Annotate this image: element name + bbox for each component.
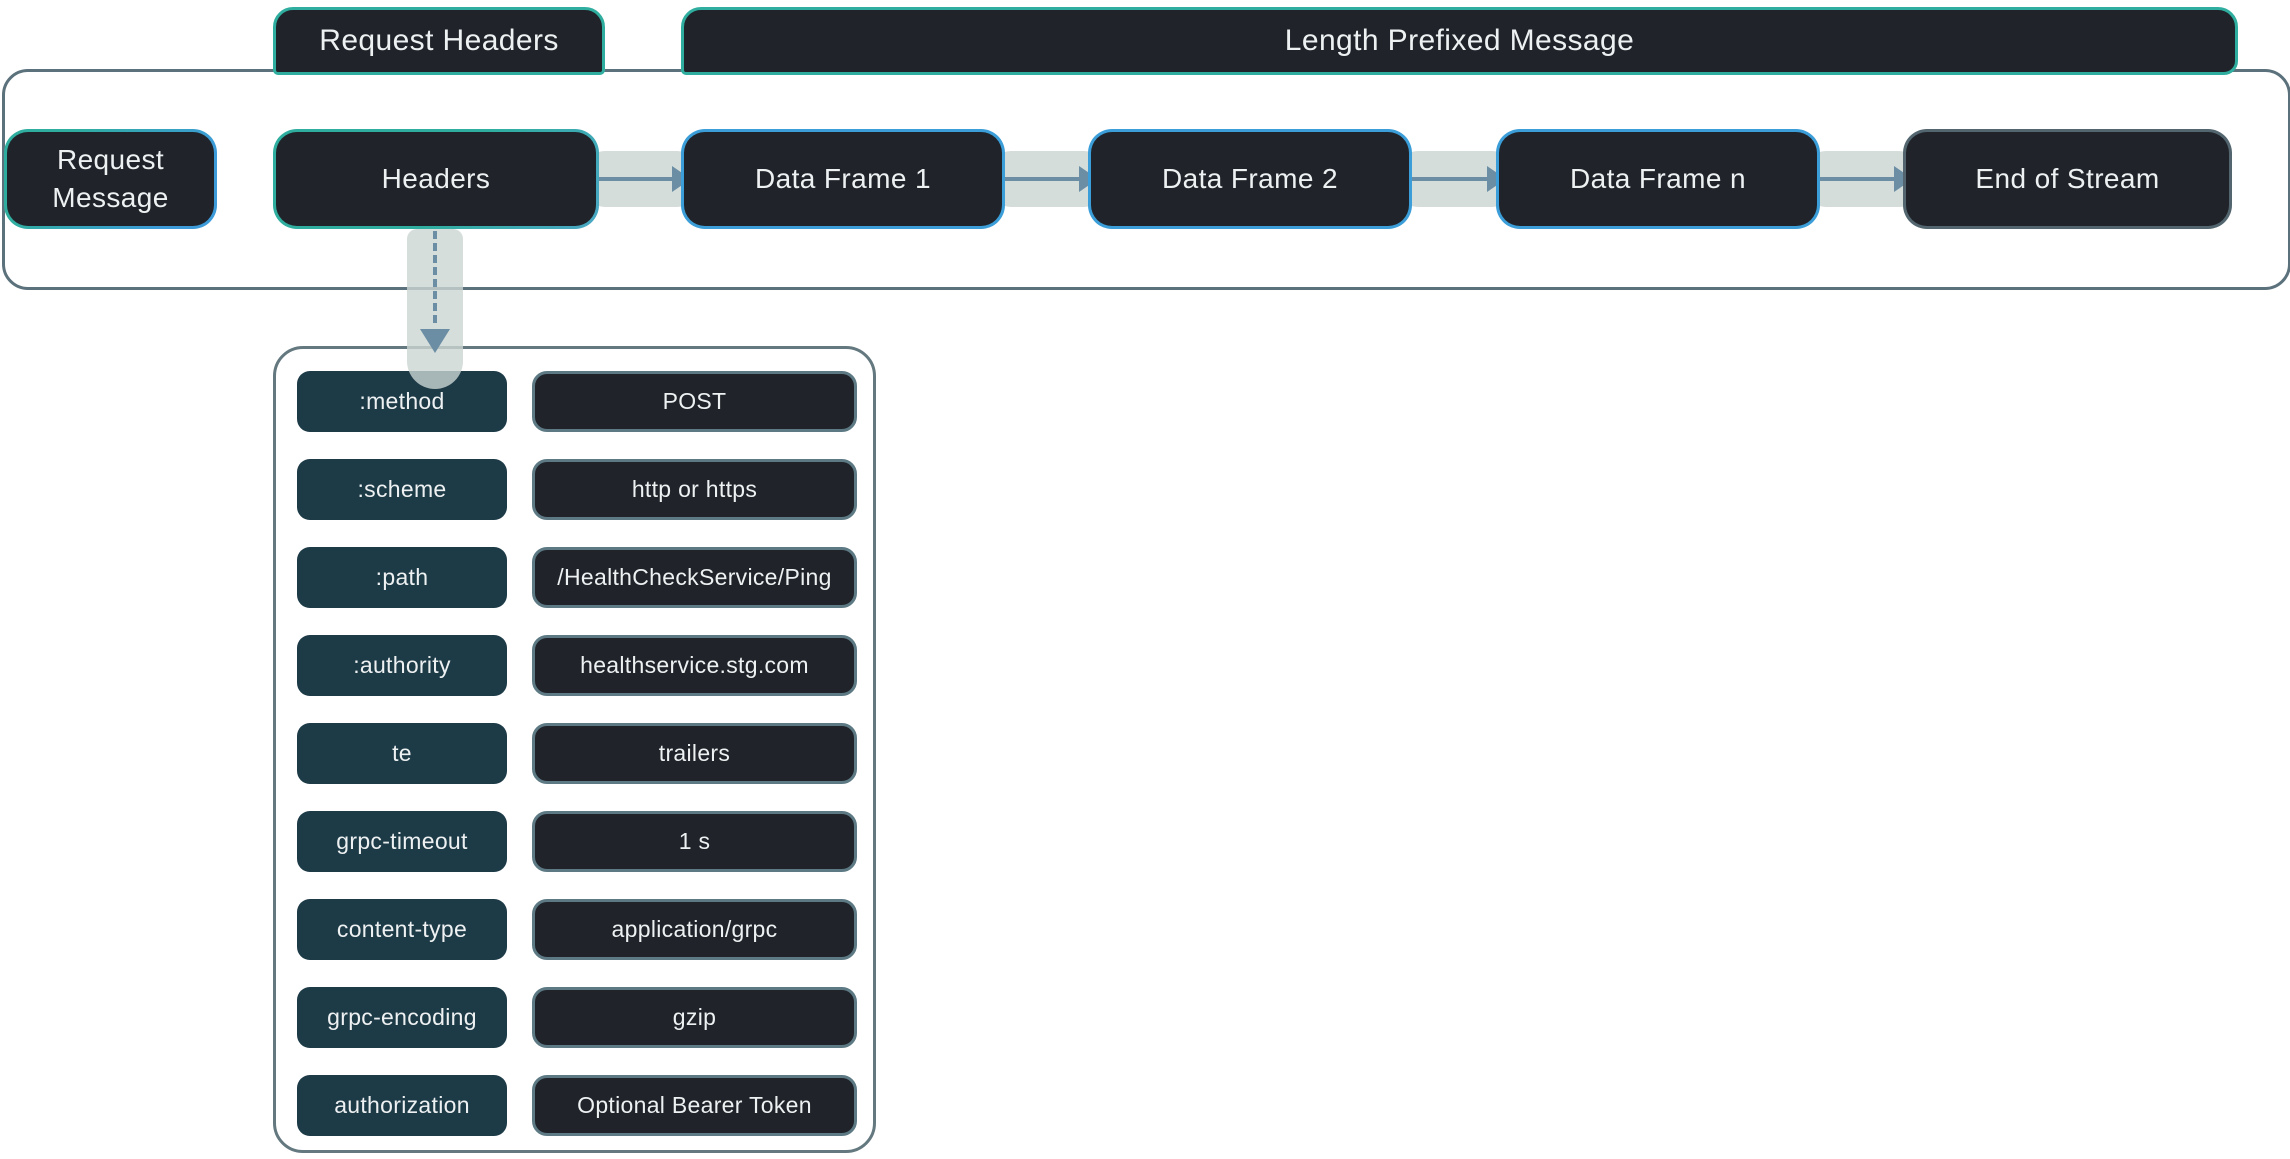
bracket-label-request-headers: Request Headers (273, 7, 605, 75)
table-row: content-type application/grpc (297, 899, 857, 960)
header-value-box: /HealthCheckService/Ping (532, 547, 857, 608)
arrow-shaft (997, 177, 1082, 181)
bracket-label-text: Length Prefixed Message (1284, 24, 1635, 57)
node-label: Data Frame 2 (1091, 132, 1409, 226)
arrow-head-icon (420, 329, 450, 353)
node-data-frame-1: Data Frame 1 (681, 129, 1005, 229)
table-row: :method POST (297, 371, 857, 432)
node-headers: Headers (273, 129, 599, 229)
table-row: authorization Optional Bearer Token (297, 1075, 857, 1136)
header-key-box: :scheme (297, 459, 507, 520)
header-key-box: :method (297, 371, 507, 432)
header-key-box: grpc-encoding (297, 987, 507, 1048)
headers-table: :method POST :scheme http or https :path… (273, 346, 876, 1153)
table-row: grpc-timeout 1 s (297, 811, 857, 872)
arrow-shaft (1812, 177, 1897, 181)
headers-detail-arrow (407, 229, 463, 389)
node-label: End of Stream (1906, 132, 2229, 226)
header-key-box: grpc-timeout (297, 811, 507, 872)
node-end-of-stream: End of Stream (1903, 129, 2232, 229)
header-key-box: :authority (297, 635, 507, 696)
table-row: :scheme http or https (297, 459, 857, 520)
header-value-box: Optional Bearer Token (532, 1075, 857, 1136)
table-row: :path /HealthCheckService/Ping (297, 547, 857, 608)
header-value-box: gzip (532, 987, 857, 1048)
table-row: :authority healthservice.stg.com (297, 635, 857, 696)
header-value-box: 1 s (532, 811, 857, 872)
header-key-box: content-type (297, 899, 507, 960)
dashed-arrow-shaft (433, 231, 437, 323)
bracket-label-text: Request Headers (319, 24, 559, 57)
header-key-box: :path (297, 547, 507, 608)
arrow-shaft (1404, 177, 1490, 181)
header-key-box: authorization (297, 1075, 507, 1136)
header-value-box: http or https (532, 459, 857, 520)
table-row: grpc-encoding gzip (297, 987, 857, 1048)
node-label: Headers (276, 132, 596, 226)
flow-arrow-headers-to-frame1 (585, 151, 697, 207)
table-row: te trailers (297, 723, 857, 784)
header-value-box: healthservice.stg.com (532, 635, 857, 696)
header-value-box: application/grpc (532, 899, 857, 960)
node-label: Data Frame 1 (684, 132, 1002, 226)
header-value-box: POST (532, 371, 857, 432)
arrow-shaft (591, 177, 675, 181)
node-request-message: Request Message (4, 129, 217, 229)
node-label: Data Frame n (1499, 132, 1817, 226)
header-value-box: trailers (532, 723, 857, 784)
header-key-box: te (297, 723, 507, 784)
bracket-label-length-prefixed-message: Length Prefixed Message (681, 7, 2238, 75)
node-label: Request Message (7, 132, 214, 226)
node-data-frame-n: Data Frame n (1496, 129, 1820, 229)
flow-arrow-frame2-to-framen (1398, 151, 1512, 207)
node-data-frame-2: Data Frame 2 (1088, 129, 1412, 229)
